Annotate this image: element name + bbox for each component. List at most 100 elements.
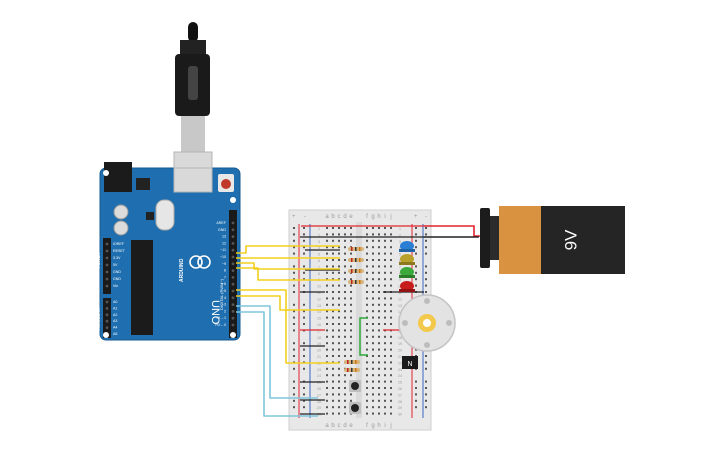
breadboard-hole (326, 316, 328, 319)
breadboard-hole (384, 252, 386, 255)
rail-hole (415, 246, 417, 249)
power-pin (105, 249, 109, 253)
resistor (348, 280, 364, 284)
breadboard-hole (378, 412, 380, 415)
breadboard-hole (338, 355, 340, 357)
rail-hole (425, 284, 427, 287)
wire-yellow-1 (236, 245, 340, 254)
voltage-regulator (136, 178, 150, 190)
breadboard-hole (326, 335, 328, 338)
breadboard-hole (384, 310, 386, 313)
breadboard-hole (332, 387, 334, 389)
breadboard-hole (384, 284, 386, 287)
breadboard-column-letter: j (389, 423, 391, 429)
breadboard-hole (344, 406, 346, 409)
jumper-green (359, 317, 368, 356)
resistor-band (355, 247, 357, 251)
breadboard-hole (378, 374, 380, 377)
rail-hole (293, 387, 295, 389)
breadboard-hole (372, 393, 374, 396)
breadboard-hole (326, 297, 328, 300)
breadboard-hole (390, 252, 392, 255)
power-pin-label: GND (113, 277, 121, 281)
breadboard-row-number: 26 (398, 387, 402, 391)
digital-pin (231, 310, 235, 313)
breadboard-hole (378, 355, 380, 357)
usb-logo-icon (188, 66, 198, 100)
breadboard-hole (366, 259, 368, 261)
breadboard-hole (350, 310, 352, 313)
breadboard-hole (378, 259, 380, 261)
breadboard-hole (372, 227, 374, 229)
digital-pin-label: ~6 (222, 282, 226, 286)
breadboard-hole (350, 342, 352, 345)
usb-b-connector (173, 167, 213, 193)
breadboard-hole (332, 342, 334, 345)
breadboard-hole (390, 278, 392, 281)
digital-pin (231, 282, 235, 286)
analog-pin (105, 313, 109, 317)
breadboard-hole (372, 412, 374, 415)
breadboard-hole (384, 380, 386, 383)
rail-hole (293, 355, 295, 357)
wire-blue-1 (236, 305, 318, 399)
rail-hole (415, 227, 417, 229)
breadboard-hole (344, 399, 346, 402)
breadboard-hole (332, 303, 334, 306)
rail-hole (415, 399, 417, 402)
breadboard-hole (344, 393, 346, 396)
breadboard-row-number: 30 (398, 413, 402, 417)
digital-pin (231, 242, 235, 245)
mount-hole (230, 197, 236, 203)
breadboard-hole (378, 284, 380, 287)
breadboard-hole (384, 387, 386, 389)
breadboard-row-number: 28 (398, 400, 402, 404)
rail-hole (303, 355, 305, 357)
digital-pin-label: ~9 (222, 262, 226, 266)
breadboard-hole (378, 406, 380, 409)
breadboard-hole (378, 233, 380, 236)
breadboard-hole (350, 393, 352, 396)
rail-hole (425, 380, 427, 383)
analog-pin (105, 300, 109, 304)
breadboard-hole (344, 303, 346, 306)
breadboard-hole (372, 387, 374, 389)
breadboard-hole (344, 227, 346, 229)
rail-hole (303, 406, 305, 409)
breadboard-hole (366, 355, 368, 357)
digital-pin (231, 235, 235, 239)
rail-hole (303, 342, 305, 345)
breadboard-hole (366, 310, 368, 313)
breadboard-hole (372, 246, 374, 249)
power-pin (105, 256, 109, 260)
breadboard-row-number: 10 (317, 285, 321, 289)
breadboard-hole (326, 374, 328, 377)
breadboard-hole (384, 361, 386, 364)
push-button[interactable] (351, 382, 359, 390)
motor-screw (424, 342, 430, 348)
breadboard-hole (378, 246, 380, 249)
reset-button[interactable] (221, 179, 231, 189)
atmega-chip (131, 240, 153, 335)
breadboard-hole (344, 239, 346, 242)
breadboard-hole (338, 310, 340, 313)
breadboard-hole (384, 278, 386, 281)
push-buttons (349, 380, 361, 414)
digital-pin-label: 4 (224, 296, 226, 300)
rail-hole (425, 233, 427, 236)
rail-hole (293, 233, 295, 236)
resistor-band (351, 258, 353, 262)
led-green-dome (400, 267, 414, 277)
breadboard-hole (366, 329, 368, 332)
breadboard-hole (366, 342, 368, 345)
breadboard-row-number: 25 (398, 381, 402, 385)
digital-pin (231, 221, 235, 225)
digital-section-label: DIGITAL (PWM~) (219, 278, 224, 310)
push-button[interactable] (351, 404, 359, 412)
breadboard-row-number: 15 (317, 317, 321, 321)
breadboard-hole (390, 342, 392, 345)
breadboard-hole (366, 271, 368, 274)
breadboard-hole (338, 246, 340, 249)
digital-pin (231, 276, 235, 279)
dc-motor (398, 294, 456, 352)
